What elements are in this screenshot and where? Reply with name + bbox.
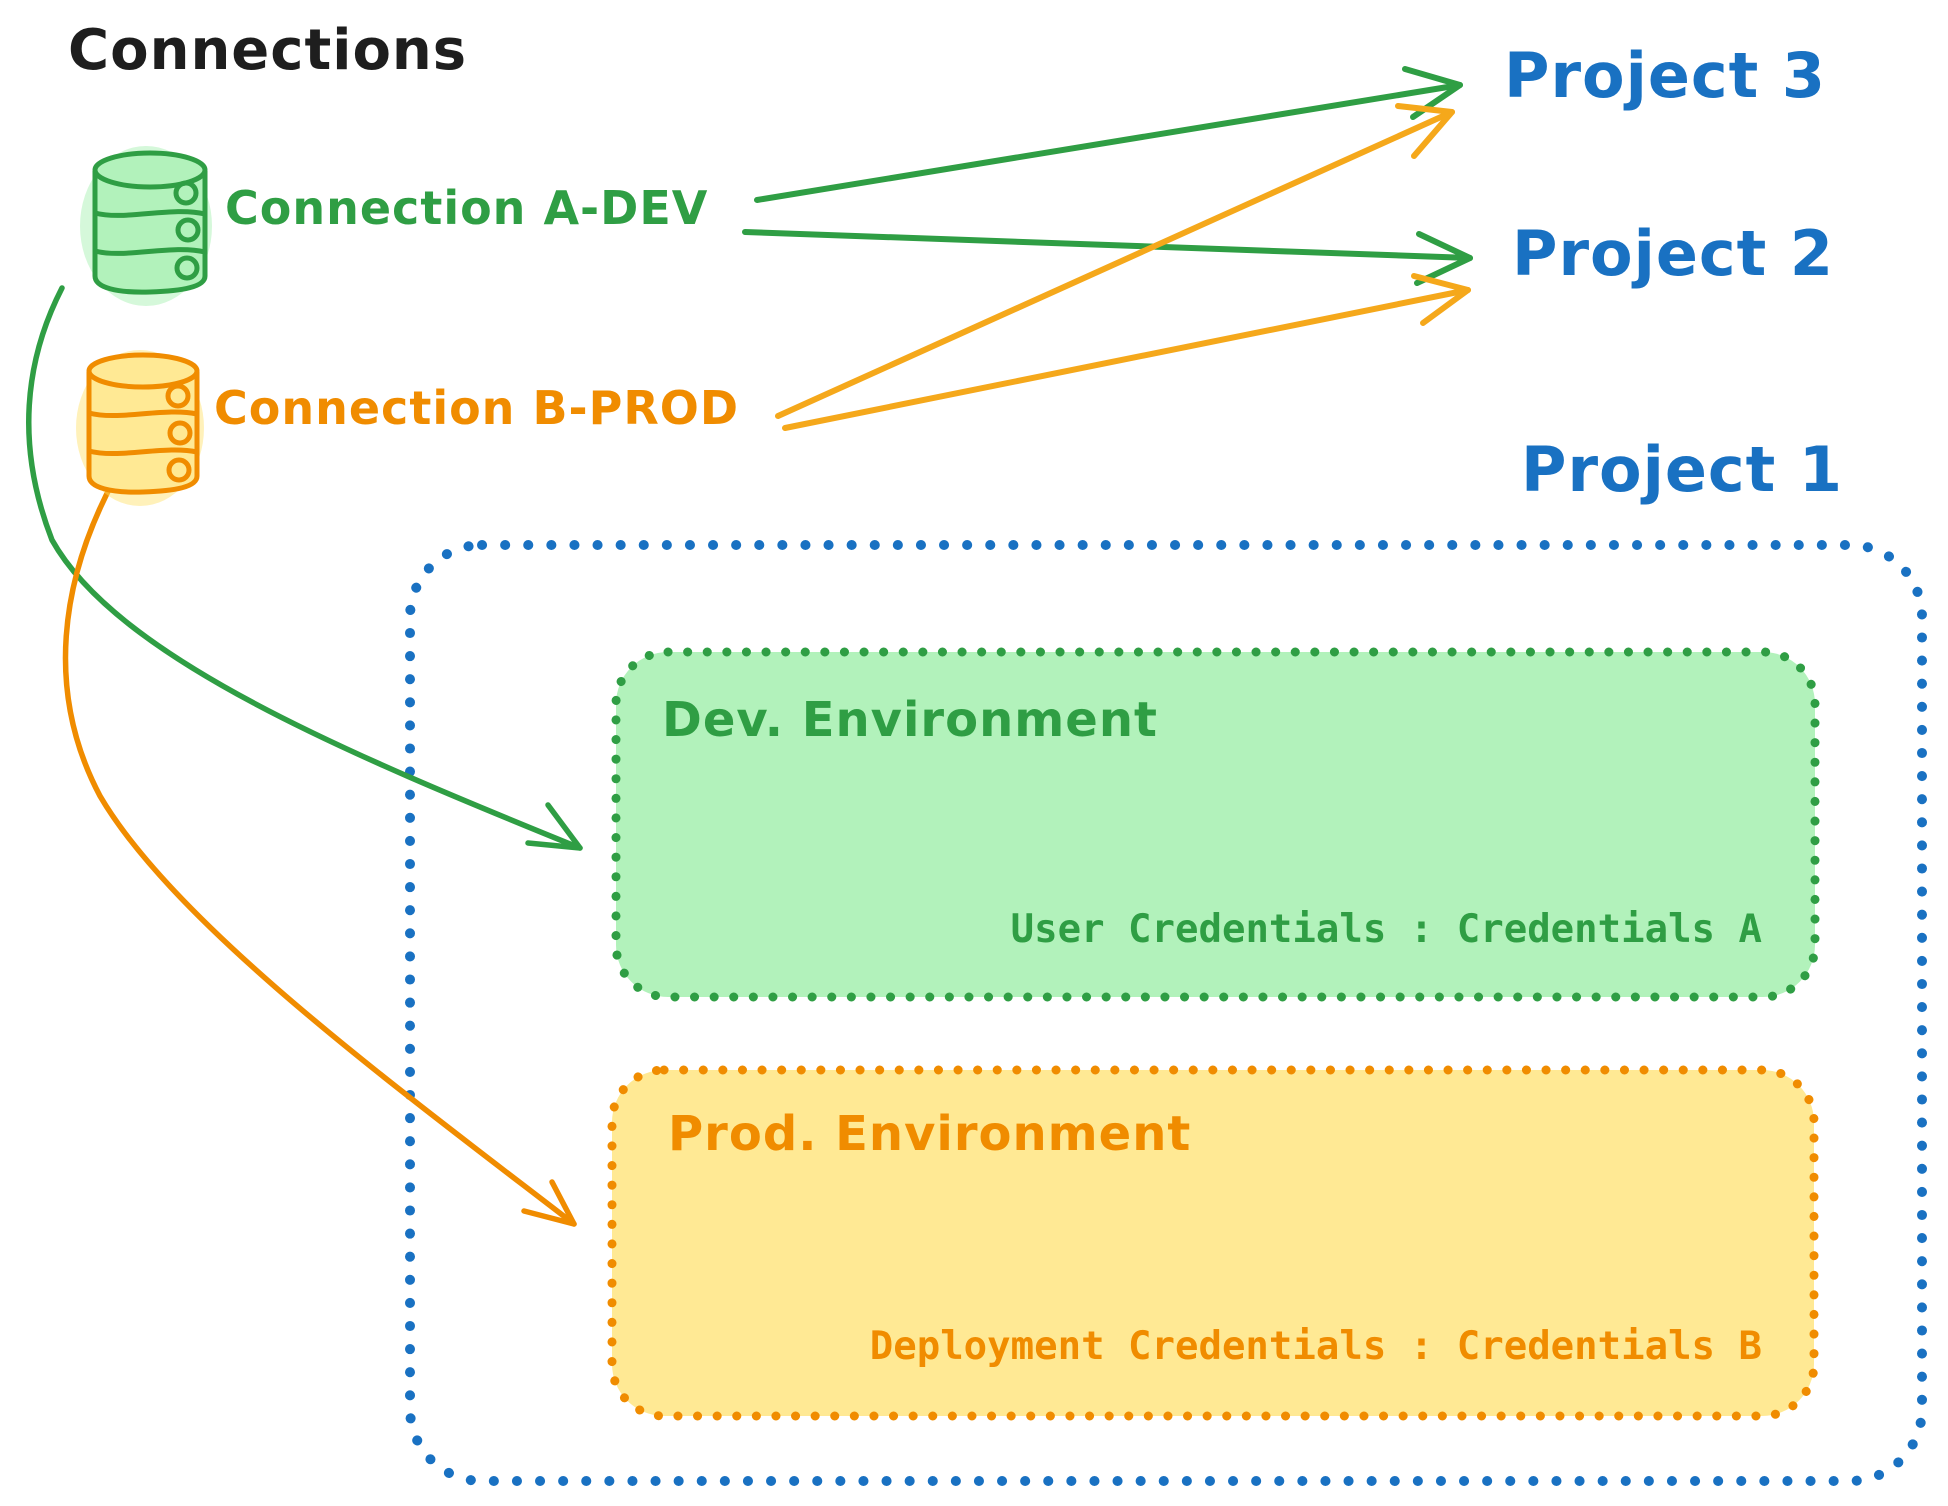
arrow-a-dev-to-dev-environment (26, 285, 583, 851)
page-title: Connections (68, 18, 468, 83)
connection-a-dev-label: Connection A-DEV (225, 181, 709, 235)
arrow-b-prod-to-project-3 (775, 103, 1455, 419)
arrow-a-dev-to-project-3 (754, 66, 1463, 203)
prod-environment-box (607, 1065, 1819, 1421)
arrow-a-dev-to-project-2 (742, 229, 1473, 286)
dev-environment-box (611, 647, 1820, 1002)
project-1-container-border (405, 540, 1927, 1486)
database-icon-b-prod (76, 350, 204, 506)
dev-environment-title: Dev. Environment (662, 692, 1158, 748)
arrow-b-prod-to-prod-environment (62, 475, 577, 1227)
project-3-label: Project 3 (1504, 39, 1827, 112)
database-icon-a-dev (80, 146, 212, 306)
arrow-b-prod-to-project-2 (782, 273, 1471, 431)
connection-b-prod-label: Connection B-PROD (214, 381, 740, 435)
prod-environment-title: Prod. Environment (668, 1106, 1192, 1162)
project-1-label: Project 1 (1521, 433, 1844, 506)
prod-environment-credentials: Deployment Credentials : Credentials B (869, 1324, 1762, 1369)
project-2-label: Project 2 (1512, 217, 1835, 290)
dev-environment-credentials: User Credentials : Credentials A (1010, 907, 1762, 952)
